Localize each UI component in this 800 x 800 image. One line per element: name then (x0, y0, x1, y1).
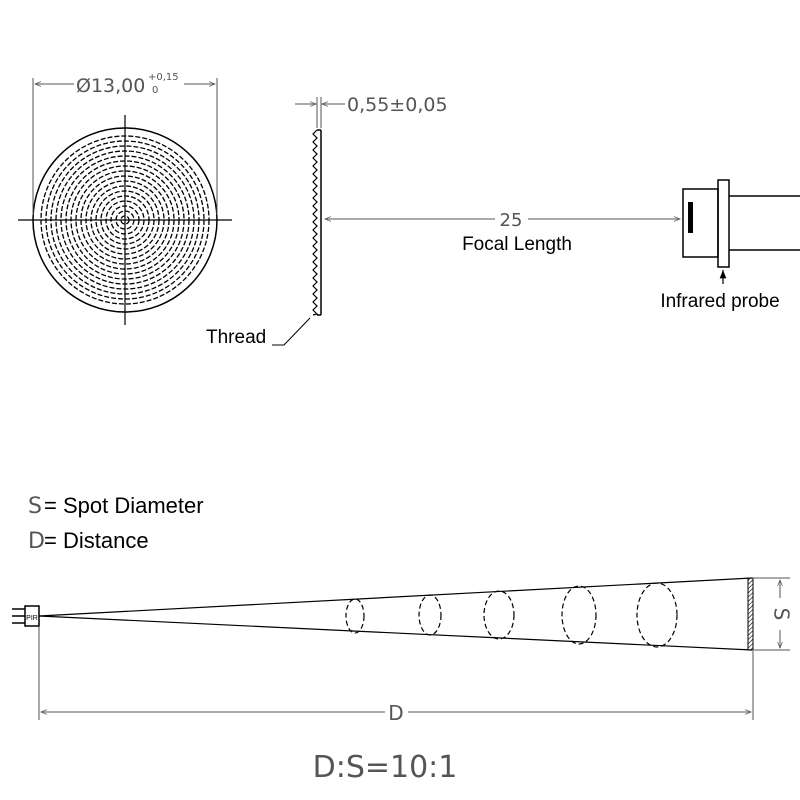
spot-ellipse (483, 590, 515, 640)
thickness-dimension: 0,55±0,05 (295, 94, 448, 128)
detection-cone (38, 577, 754, 651)
spot-diameter-dimension: S (753, 577, 794, 651)
infrared-probe-label: Infrared probe (660, 291, 779, 312)
spot-ellipse (636, 582, 678, 648)
thread-callout: Thread (206, 317, 311, 348)
distance-symbol: D (388, 701, 403, 725)
lens-side-view (312, 129, 322, 316)
diameter-tolerance-upper: +0,15 (148, 72, 179, 83)
infrared-probe: Infrared probe (660, 179, 800, 312)
spot-ellipse (345, 598, 365, 634)
ratio-label: D:S=10:1 (313, 750, 458, 785)
distance-dimension: D (38, 627, 754, 725)
diameter-dimension: Ø13,00 +0,15 0 (32, 72, 218, 215)
legend-d-symbol: D (28, 529, 45, 554)
pir-sensor: PIR (12, 605, 40, 627)
legend: S = Spot Diameter D = Distance (28, 493, 204, 554)
focal-length-label: Focal Length (462, 234, 572, 255)
pir-label: PIR (26, 615, 38, 622)
spot-ellipse (418, 594, 442, 636)
thread-label: Thread (206, 327, 266, 348)
spot-ellipse (561, 585, 597, 645)
diameter-label: Ø13,00 (76, 75, 145, 97)
lens-front-view (18, 115, 232, 325)
sensor-element (688, 202, 693, 233)
legend-spot-diameter: = Spot Diameter (44, 493, 204, 518)
diameter-tolerance-lower: 0 (152, 85, 158, 96)
spot-diameter-symbol: S (770, 608, 794, 621)
focal-length-dimension: 25 Focal Length (324, 210, 681, 255)
spot-ellipses (345, 582, 678, 648)
focal-length-value: 25 (500, 210, 523, 231)
legend-s-symbol: S (28, 494, 42, 519)
legend-distance: = Distance (44, 528, 149, 553)
thickness-label: 0,55±0,05 (347, 94, 448, 116)
target-plane (747, 577, 754, 651)
thread-profile (312, 129, 319, 316)
